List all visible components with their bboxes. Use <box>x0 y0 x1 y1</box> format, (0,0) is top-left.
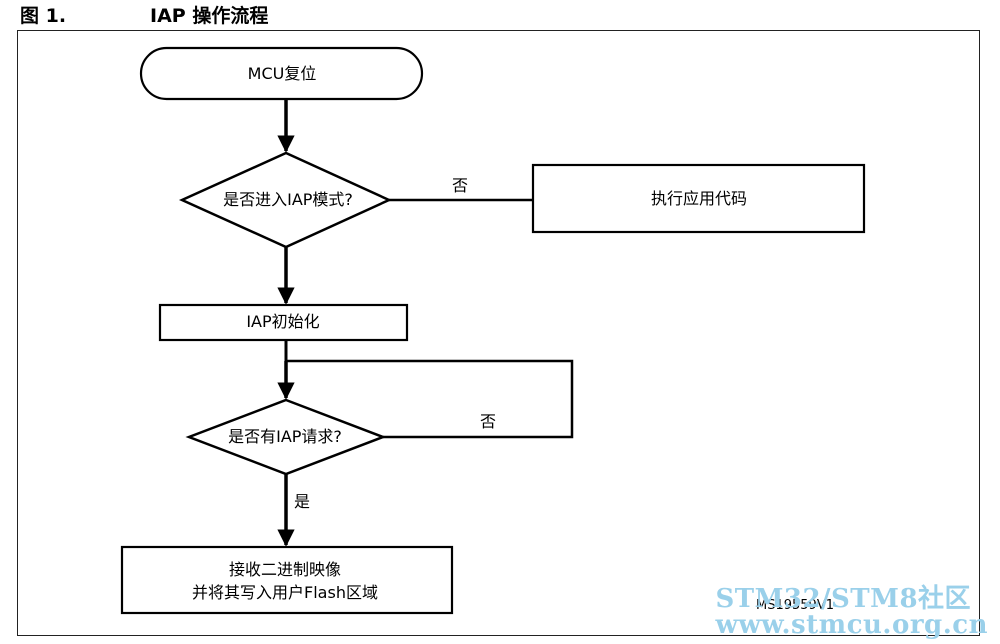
run-app-box <box>531 163 866 234</box>
receive-label-line1: 接收二进制映像 <box>228 560 342 579</box>
edge-label-no-loop: 否 <box>479 412 497 431</box>
start-terminal <box>139 46 424 101</box>
receive-label-line2: 并将其写入用户Flash区域 <box>192 583 378 602</box>
watermark-line2: www.stmcu.org.cn <box>715 610 988 640</box>
figure-code: MS19559V1 <box>756 598 834 613</box>
iap-init-label: IAP初始化 <box>246 312 320 331</box>
figure-number: 图 1. <box>20 5 67 27</box>
receive-image-box <box>120 545 454 615</box>
loop-back-line <box>286 359 574 439</box>
enter-iap-decision-label: 是否进入IAP模式? <box>223 190 353 209</box>
edge-label-no-to-app: 否 <box>451 176 469 195</box>
start-label: MCU复位 <box>247 64 317 83</box>
figure-title: IAP 操作流程 <box>150 5 269 27</box>
iap-init-box <box>158 303 409 342</box>
run-app-label: 执行应用代码 <box>650 189 748 208</box>
watermark-line1: STM32/STM8社区 <box>715 584 972 614</box>
diagram-frame <box>17 30 980 636</box>
iap-request-decision-label: 是否有IAP请求? <box>228 427 342 446</box>
site-watermark: STM32/STM8社区 www.stmcu.org.cn <box>715 586 988 638</box>
edge-label-yes: 是 <box>293 492 311 511</box>
